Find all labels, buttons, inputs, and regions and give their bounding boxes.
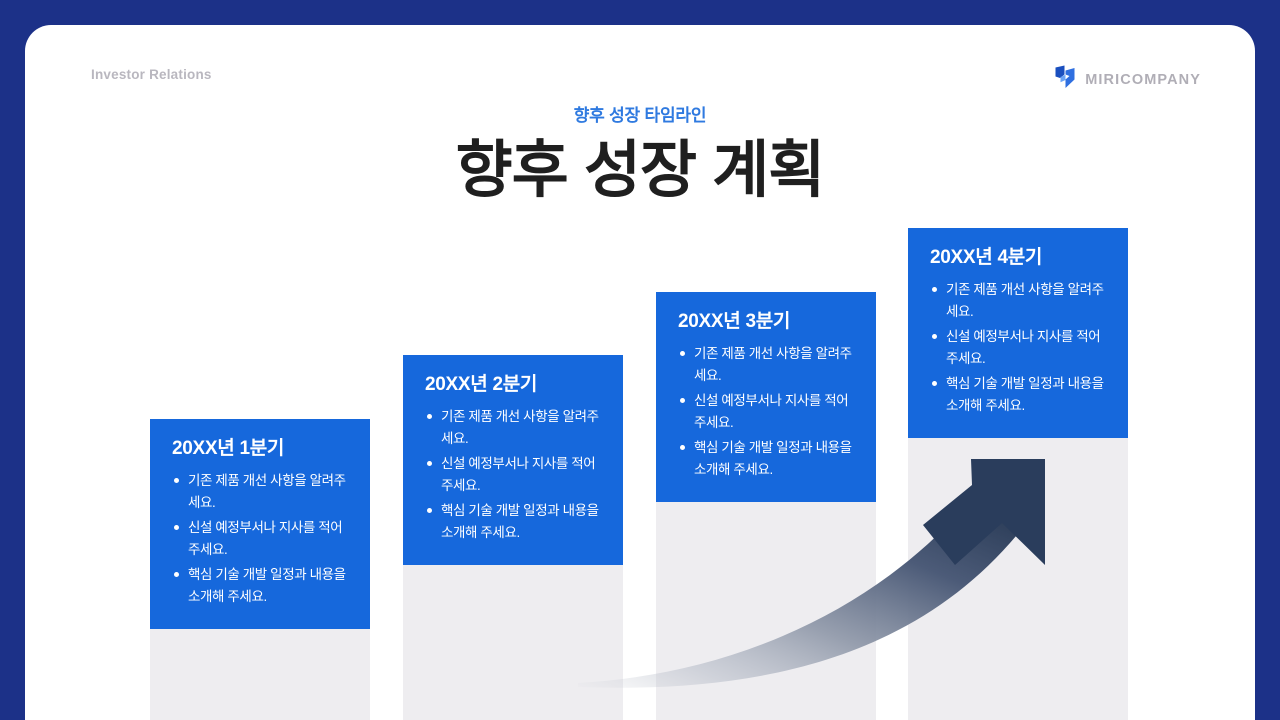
timeline-card-bullets: 기존 제품 개선 사항을 알려주세요. 신설 예정부서나 지사를 적어주세요. … — [930, 279, 1106, 417]
slide-panel: Investor Relations MIRICOMPANY 향후 성장 타임라… — [25, 25, 1255, 720]
list-item: 신설 예정부서나 지사를 적어주세요. — [930, 326, 1106, 370]
logo-text: MIRICOMPANY — [1085, 71, 1201, 88]
growth-timeline-chart: 20XX년 1분기 기존 제품 개선 사항을 알려주세요. 신설 예정부서나 지… — [25, 25, 1255, 720]
timeline-card-q4[interactable]: 20XX년 4분기 기존 제품 개선 사항을 알려주세요. 신설 예정부서나 지… — [908, 228, 1128, 438]
eyebrow-label: Investor Relations — [91, 67, 212, 82]
list-item: 기존 제품 개선 사항을 알려주세요. — [425, 406, 601, 450]
list-item: 핵심 기술 개발 일정과 내용을 소개해 주세요. — [678, 437, 854, 481]
timeline-card-bullets: 기존 제품 개선 사항을 알려주세요. 신설 예정부서나 지사를 적어주세요. … — [678, 343, 854, 481]
list-item: 신설 예정부서나 지사를 적어주세요. — [678, 390, 854, 434]
timeline-card-q2[interactable]: 20XX년 2분기 기존 제품 개선 사항을 알려주세요. 신설 예정부서나 지… — [403, 355, 623, 565]
list-item: 핵심 기술 개발 일정과 내용을 소개해 주세요. — [425, 500, 601, 544]
timeline-card-q1[interactable]: 20XX년 1분기 기존 제품 개선 사항을 알려주세요. 신설 예정부서나 지… — [150, 419, 370, 629]
timeline-card-heading: 20XX년 1분기 — [172, 438, 285, 459]
timeline-card-bullets: 기존 제품 개선 사항을 알려주세요. 신설 예정부서나 지사를 적어주세요. … — [172, 470, 348, 608]
slide-title: 향후 성장 계획 — [455, 136, 826, 205]
timeline-card-q3[interactable]: 20XX년 3분기 기존 제품 개선 사항을 알려주세요. 신설 예정부서나 지… — [656, 292, 876, 502]
list-item: 핵심 기술 개발 일정과 내용을 소개해 주세요. — [172, 564, 348, 608]
list-item: 기존 제품 개선 사항을 알려주세요. — [172, 470, 348, 514]
brand-logo: MIRICOMPANY — [1054, 65, 1201, 94]
timeline-card-heading: 20XX년 2분기 — [425, 374, 538, 395]
timeline-card-bullets: 기존 제품 개선 사항을 알려주세요. 신설 예정부서나 지사를 적어주세요. … — [425, 406, 601, 544]
logo-mark-icon — [1054, 65, 1076, 94]
list-item: 신설 예정부서나 지사를 적어주세요. — [172, 517, 348, 561]
list-item: 핵심 기술 개발 일정과 내용을 소개해 주세요. — [930, 373, 1106, 417]
slide-subtitle: 향후 성장 타임라인 — [573, 106, 707, 125]
timeline-card-heading: 20XX년 3분기 — [678, 311, 791, 332]
list-item: 기존 제품 개선 사항을 알려주세요. — [678, 343, 854, 387]
list-item: 신설 예정부서나 지사를 적어주세요. — [425, 453, 601, 497]
list-item: 기존 제품 개선 사항을 알려주세요. — [930, 279, 1106, 323]
timeline-card-heading: 20XX년 4분기 — [930, 247, 1043, 268]
